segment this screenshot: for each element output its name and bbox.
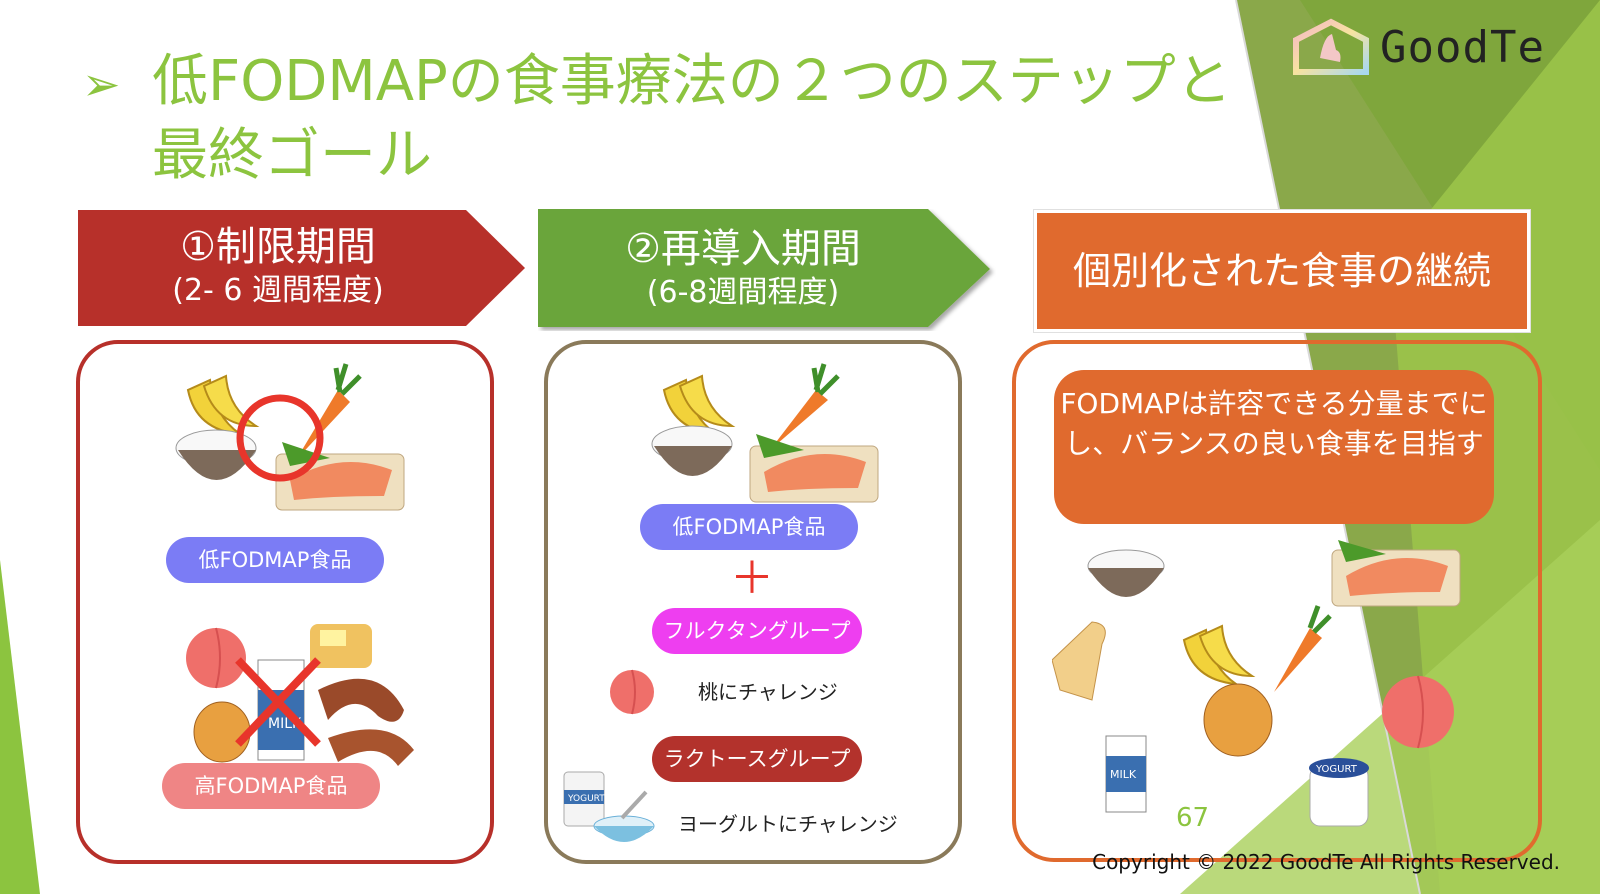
step1-text: ①制限期間 (2- 6 週間程度) bbox=[78, 222, 478, 310]
low-fodmap-label-2: 低FODMAP食品 bbox=[640, 504, 858, 550]
goodte-logo: GoodTe bbox=[1290, 18, 1580, 80]
logo-text: GoodTe bbox=[1380, 22, 1545, 73]
step1-title: ①制限期間 bbox=[180, 224, 376, 270]
rice-bowl-icon bbox=[175, 429, 257, 480]
low-fodmap-food-illustration bbox=[175, 363, 405, 511]
carrot-icon bbox=[296, 363, 362, 460]
sausage-icon bbox=[318, 678, 414, 766]
rice-bowl-icon bbox=[1087, 549, 1165, 597]
svg-text:YOGURT: YOGURT bbox=[567, 794, 605, 804]
low-fodmap-label: 低FODMAP食品 bbox=[166, 537, 384, 583]
peach-icon bbox=[610, 669, 654, 715]
yogurt-bowl-icon: YOGURT bbox=[563, 771, 655, 842]
step3-banner: 個別化された食事の継続 bbox=[1034, 210, 1530, 332]
peach-icon bbox=[1382, 675, 1454, 749]
rice-bowl-icon bbox=[651, 425, 733, 476]
page-number: 67 bbox=[1176, 803, 1210, 833]
onion-icon bbox=[193, 701, 251, 763]
yogurt-challenge-caption: ヨーグルトにチャレンジ bbox=[678, 812, 898, 836]
banana-icon bbox=[186, 374, 260, 436]
balanced-meal-illustration: MILK YOGURT bbox=[1052, 540, 1461, 827]
bread-icon bbox=[310, 624, 372, 668]
restriction-panel bbox=[76, 340, 494, 864]
peach-icon bbox=[186, 627, 246, 689]
slide-title: ➢ 低FODMAPの食事療法の２つのステップと 最終ゴール bbox=[82, 46, 1232, 192]
house-hand-icon bbox=[1293, 18, 1369, 75]
lactose-group-label: ラクトースグループ bbox=[652, 736, 862, 782]
step1-duration: (2- 6 週間程度) bbox=[172, 273, 384, 308]
step3-title: 個別化された食事の継続 bbox=[1072, 249, 1491, 293]
step1-banner bbox=[78, 210, 525, 326]
carrot-icon bbox=[1274, 605, 1332, 692]
milk-carton-icon: MILK bbox=[1105, 735, 1147, 813]
high-fodmap-food-illustration: MILK bbox=[186, 624, 414, 766]
svg-text:MILK: MILK bbox=[1110, 768, 1137, 781]
title-line2: 最終ゴール bbox=[152, 123, 432, 188]
circle-ok-icon bbox=[236, 394, 324, 482]
step2-title: ②再導入期間 bbox=[625, 226, 861, 272]
bread-icon bbox=[1052, 621, 1106, 701]
step2-duration: (6-8週間程度) bbox=[646, 275, 840, 310]
high-fodmap-label: 高FODMAP食品 bbox=[162, 763, 380, 809]
copyright-notice: Copyright © 2022 GoodTe All Rights Reser… bbox=[1092, 850, 1560, 874]
svg-text:YOGURT: YOGURT bbox=[1315, 764, 1358, 775]
peach-challenge-caption: 桃にチャレンジ bbox=[698, 680, 838, 704]
carrot-icon bbox=[770, 363, 840, 450]
fructan-group-label: フルクタングループ bbox=[652, 608, 862, 654]
goal-text-box: FODMAPは許容できる分量までにし、バランスの良い食事を目指す bbox=[1054, 370, 1494, 524]
banana-icon bbox=[1182, 624, 1256, 686]
goal-panel bbox=[1012, 340, 1542, 862]
plus-icon: ＋ bbox=[730, 553, 774, 604]
arrow-bullet-icon: ➢ bbox=[82, 57, 121, 111]
banana-icon bbox=[662, 374, 736, 436]
low-fodmap-food-illustration-2 bbox=[651, 363, 879, 503]
step2-banner bbox=[538, 209, 990, 327]
yogurt-cup-icon: YOGURT bbox=[1309, 758, 1369, 827]
salmon-plate-icon bbox=[749, 434, 879, 503]
step2-text: ②再導入期間 (6-8週間程度) bbox=[538, 224, 948, 312]
salmon-plate-icon bbox=[1331, 540, 1461, 607]
onion-icon bbox=[1203, 683, 1273, 757]
title-line1: 低FODMAPの食事療法の２つのステップと bbox=[152, 49, 1232, 114]
cross-ng-icon bbox=[235, 657, 321, 747]
